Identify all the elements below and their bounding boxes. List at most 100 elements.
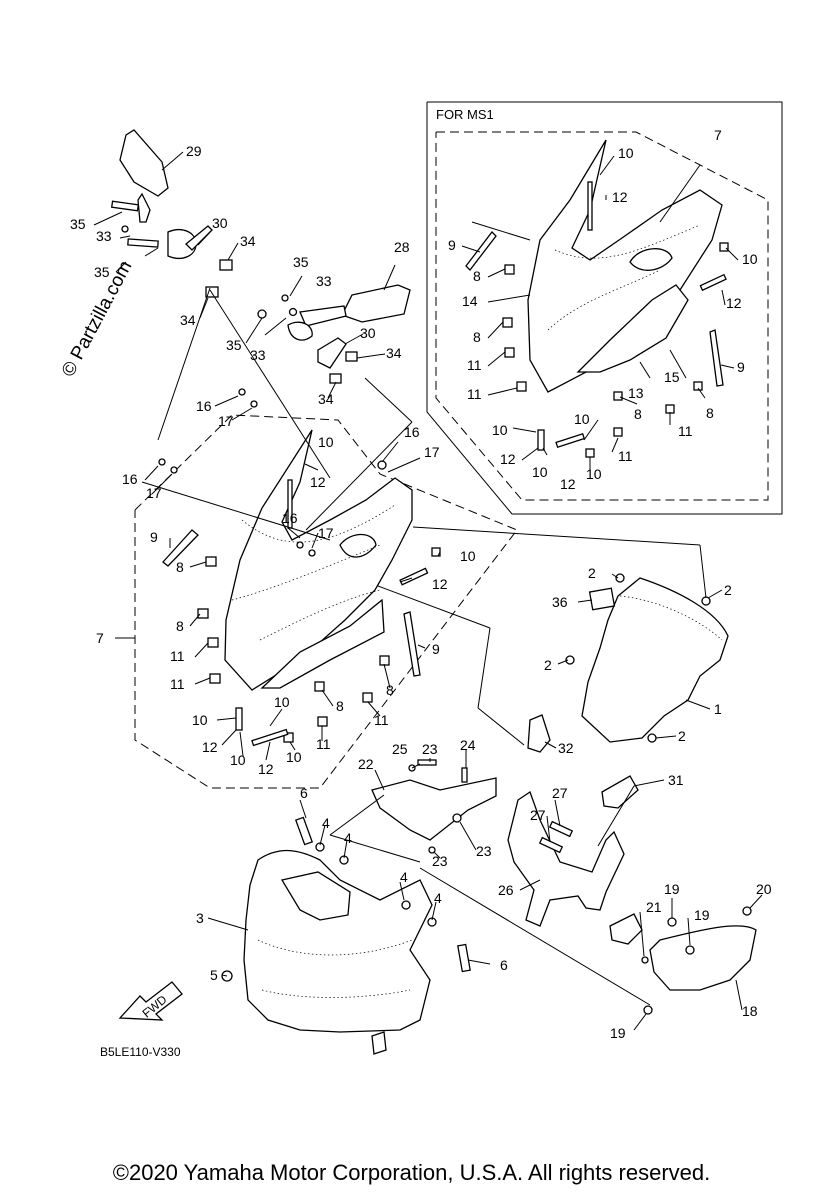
callout-11: 11 <box>467 357 482 373</box>
callout-9: 9 <box>150 529 158 545</box>
callout-8: 8 <box>634 406 642 422</box>
callout-labels: 7 10 12 9 10 8 14 12 8 11 9 15 13 11 8 8… <box>70 127 772 1041</box>
callout-13: 13 <box>628 385 644 401</box>
callout-5: 5 <box>210 967 218 983</box>
callout-23: 23 <box>432 853 448 869</box>
callout-25: 25 <box>392 741 408 757</box>
mirror-right <box>257 284 411 384</box>
callout-34: 34 <box>180 312 196 328</box>
callout-3: 3 <box>196 910 204 926</box>
callout-33: 33 <box>250 347 266 363</box>
callout-8: 8 <box>386 682 394 698</box>
callout-28: 28 <box>394 239 410 255</box>
callout-15: 15 <box>664 369 680 385</box>
callout-4: 4 <box>400 869 408 885</box>
callout-36: 36 <box>552 594 568 610</box>
callout-12: 12 <box>726 295 742 311</box>
callout-10: 10 <box>532 464 548 480</box>
callout-4: 4 <box>344 830 352 846</box>
callout-16: 16 <box>122 471 138 487</box>
callout-35: 35 <box>293 254 309 270</box>
callout-1: 1 <box>714 701 722 717</box>
callout-32: 32 <box>558 740 574 756</box>
callout-16: 16 <box>196 398 212 414</box>
callout-6: 6 <box>300 785 308 801</box>
callout-10: 10 <box>192 712 208 728</box>
ms1-inset: FOR MS1 <box>426 101 783 515</box>
callout-11: 11 <box>374 712 389 728</box>
callout-29: 29 <box>186 143 202 159</box>
callout-12: 12 <box>310 474 326 490</box>
callout-17: 17 <box>146 485 162 501</box>
callout-19: 19 <box>694 907 710 923</box>
callout-23: 23 <box>476 843 492 859</box>
callout-10: 10 <box>274 694 290 710</box>
callout-23: 23 <box>422 741 438 757</box>
callout-7: 7 <box>714 127 722 143</box>
lower-cowling <box>221 816 471 1055</box>
callout-12: 12 <box>202 739 218 755</box>
callout-10: 10 <box>586 466 602 482</box>
callout-21: 21 <box>646 899 662 915</box>
callout-34: 34 <box>240 233 256 249</box>
callout-11: 11 <box>618 448 633 464</box>
windshield <box>565 573 729 743</box>
callout-30: 30 <box>360 325 376 341</box>
callout-12: 12 <box>258 761 274 777</box>
callout-10: 10 <box>230 752 246 768</box>
callout-7: 7 <box>96 630 104 646</box>
callout-11: 11 <box>170 648 185 664</box>
callout-10: 10 <box>460 548 476 564</box>
callout-17: 17 <box>424 444 440 460</box>
callout-19: 19 <box>664 881 680 897</box>
air-duct <box>371 759 497 854</box>
diagram-code: B5LE110-V330 <box>100 1045 181 1059</box>
callout-10: 10 <box>742 251 758 267</box>
callout-14: 14 <box>462 293 478 309</box>
callout-9: 9 <box>432 641 440 657</box>
callout-12: 12 <box>560 476 576 492</box>
callout-34: 34 <box>386 345 402 361</box>
mirror-left <box>110 129 233 298</box>
callout-19: 19 <box>610 1025 626 1041</box>
callout-33: 33 <box>316 273 332 289</box>
callout-17: 17 <box>218 413 234 429</box>
callout-10: 10 <box>286 749 302 765</box>
under-cover <box>609 906 757 1015</box>
callout-35: 35 <box>226 337 242 353</box>
callout-2: 2 <box>588 565 596 581</box>
callout-12: 12 <box>432 576 448 592</box>
callout-11: 11 <box>678 423 693 439</box>
callout-4: 4 <box>322 815 330 831</box>
callout-6: 6 <box>500 957 508 973</box>
callout-34: 34 <box>318 391 334 407</box>
callout-26: 26 <box>498 882 514 898</box>
callout-11: 11 <box>170 676 185 692</box>
callout-33: 33 <box>96 228 112 244</box>
bracket-32 <box>527 714 551 753</box>
callout-27: 27 <box>552 785 568 801</box>
callout-2: 2 <box>678 728 686 744</box>
callout-17: 17 <box>318 525 334 541</box>
callout-35: 35 <box>94 264 110 280</box>
inset-title: FOR MS1 <box>436 107 494 122</box>
callout-22: 22 <box>358 756 374 772</box>
callout-10: 10 <box>492 422 508 438</box>
callout-8: 8 <box>176 559 184 575</box>
callout-8: 8 <box>336 698 344 714</box>
copyright-notice: ©2020 Yamaha Motor Corporation, U.S.A. A… <box>112 1160 711 1185</box>
callout-10: 10 <box>318 434 334 450</box>
callout-11: 11 <box>467 386 482 402</box>
callout-2: 2 <box>724 582 732 598</box>
callout-8: 8 <box>176 618 184 634</box>
callout-18: 18 <box>742 1003 758 1019</box>
callout-12: 12 <box>612 189 628 205</box>
callout-9: 9 <box>448 237 456 253</box>
callout-35: 35 <box>70 216 86 232</box>
callout-4: 4 <box>434 890 442 906</box>
callout-8: 8 <box>473 329 481 345</box>
callout-16: 16 <box>404 424 420 440</box>
callout-27: 27 <box>530 807 546 823</box>
callout-20: 20 <box>756 881 772 897</box>
